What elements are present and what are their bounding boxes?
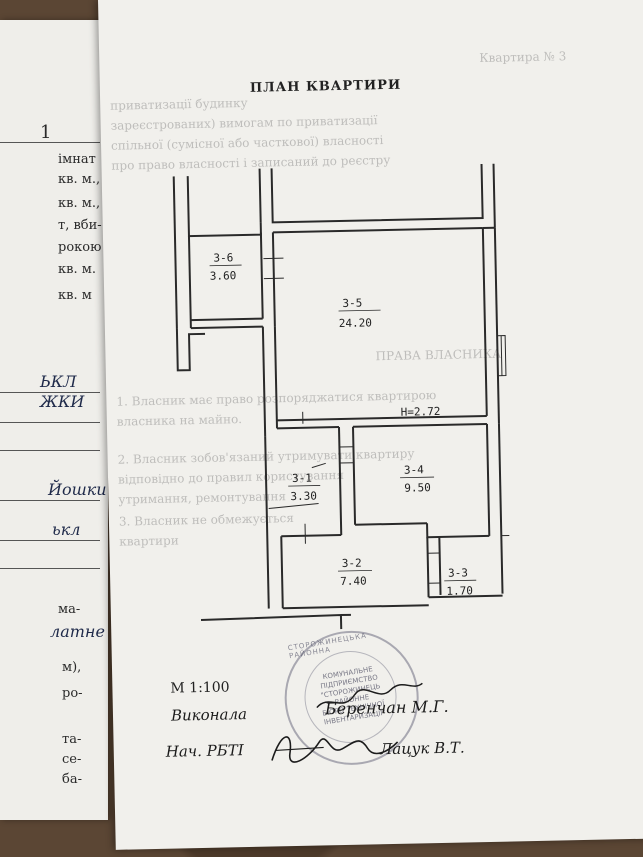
wall (258, 168, 262, 223)
left-line: кв. м (58, 288, 92, 303)
wall (351, 426, 357, 525)
left-line: м), (62, 660, 82, 675)
handwritten-line: ЬКЛ (40, 372, 77, 391)
left-line: імнат (58, 152, 96, 167)
room-3-4-id: 3-4 (404, 463, 425, 476)
wall (282, 604, 429, 610)
head-label: Нач. РБТІ (165, 741, 244, 761)
handwritten-line: ькл (52, 520, 81, 539)
wall (175, 328, 206, 372)
room-3-6-area: 3.60 (210, 269, 237, 283)
performed-label: Виконала (170, 705, 248, 725)
signature (316, 682, 423, 709)
wall (280, 536, 284, 609)
room-3-3-id: 3-3 (448, 566, 468, 579)
left-line: кв. м., (58, 196, 101, 211)
wall (187, 236, 192, 329)
room-3-3-area: 1.70 (446, 584, 473, 598)
left-line: кв. м., (58, 172, 101, 187)
left-line: ро- (62, 686, 83, 701)
wall (276, 426, 340, 430)
wall (426, 537, 430, 598)
wall (485, 423, 491, 536)
left-line: рокою (58, 240, 102, 255)
wall (428, 594, 503, 599)
rule (0, 392, 100, 393)
left-page: 1 імнат кв. м., кв. м., т, вби- рокою кв… (0, 20, 108, 820)
floor-plan: 3-6 3.60 3-5 24.20 H=2.72 3-4 9.50 3-1 3… (172, 163, 510, 630)
signature (271, 736, 399, 763)
left-line: ма- (58, 602, 81, 617)
room-3-2-area: 7.40 (340, 575, 367, 589)
wall (438, 536, 442, 595)
handwritten-line: Йошки (48, 480, 107, 499)
wall (337, 427, 343, 536)
left-line: та- (62, 732, 82, 747)
right-page: Квартира № 3 приватизації будинку зареєс… (98, 0, 643, 850)
wall (352, 422, 487, 428)
wall (497, 423, 504, 594)
wall (426, 523, 490, 539)
wall (272, 226, 483, 234)
wall (186, 176, 262, 238)
wall (492, 163, 496, 228)
left-line: кв. м. (58, 262, 96, 277)
room-3-2-id: 3-2 (342, 557, 362, 570)
wall (481, 227, 488, 416)
wall (172, 176, 178, 329)
wall (273, 326, 279, 429)
ceiling-height: H=2.72 (401, 405, 441, 419)
room-3-5-id: 3-5 (342, 297, 362, 310)
handwritten-line: латне (50, 622, 105, 641)
scale-label: М 1:100 (170, 679, 230, 697)
rule (0, 450, 100, 451)
wall (259, 232, 264, 319)
wall (264, 436, 270, 609)
handwritten-line: ЖКИ (40, 392, 85, 411)
wall (270, 163, 484, 224)
wall (261, 326, 267, 437)
wall (200, 614, 343, 630)
wall (355, 522, 428, 526)
wall (281, 534, 342, 538)
room-3-5-area: 24.20 (339, 316, 372, 330)
rule (0, 568, 100, 569)
rule (0, 422, 100, 423)
rule (0, 142, 100, 143)
left-line: се- (62, 752, 82, 767)
wall (190, 317, 263, 322)
room-3-4-area: 9.50 (404, 481, 431, 495)
left-line: т, вби- (58, 218, 102, 233)
wall (493, 227, 500, 424)
left-page-number: 1 (40, 122, 52, 143)
room-3-1-area: 3.30 (290, 490, 317, 504)
rule (0, 500, 100, 501)
rule (0, 540, 100, 541)
wall (190, 325, 263, 330)
left-line: ба- (62, 772, 82, 787)
wall (276, 414, 487, 422)
room-3-6-id: 3-6 (213, 251, 233, 264)
wall (271, 232, 276, 327)
room-3-1-id: 3-1 (292, 472, 312, 485)
